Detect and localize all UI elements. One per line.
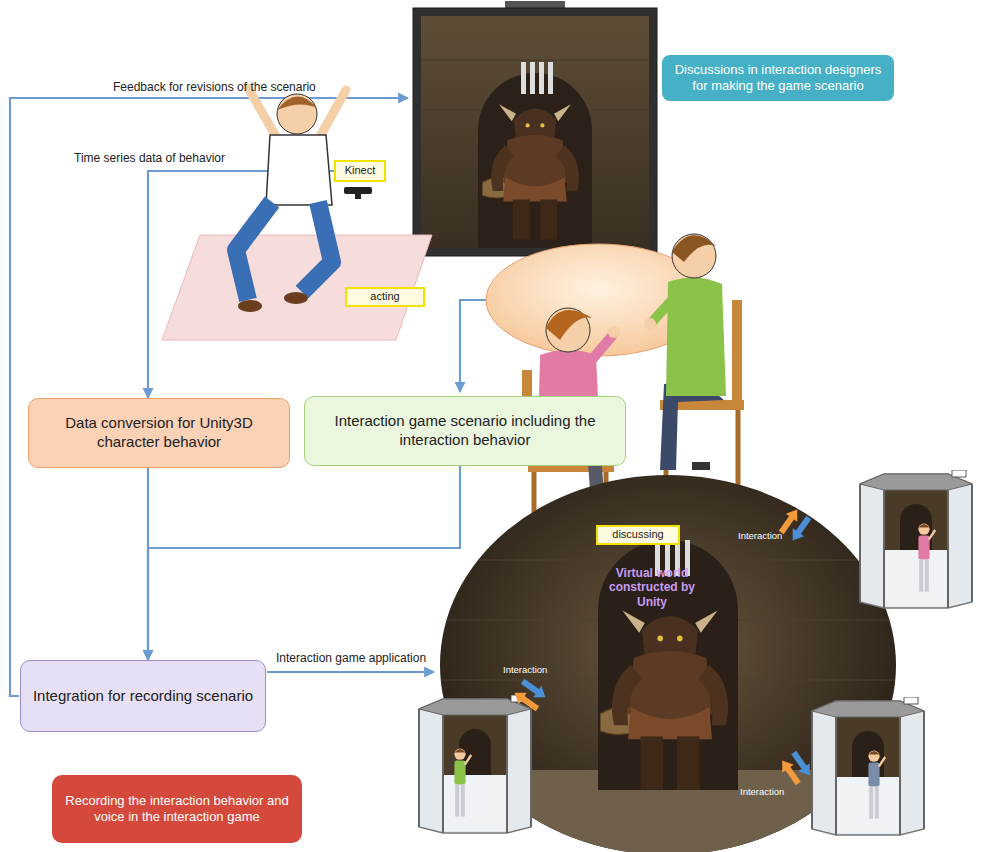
node-text: Integration for recording scenario: [33, 687, 253, 706]
node-text: Recording the interaction behavior and v…: [60, 793, 294, 826]
process-box: Integration for recording scenario: [20, 660, 266, 732]
activity-tag: acting: [345, 287, 425, 307]
text-label: Interaction: [738, 530, 782, 541]
activity-tag: discussing: [596, 525, 680, 545]
node-text: discussing: [612, 528, 663, 542]
flow-connector: [148, 466, 460, 660]
node-text: Discussions in interaction designers for…: [670, 62, 886, 95]
application-arrow: [267, 671, 434, 673]
text-label: Interaction: [503, 664, 547, 675]
text-label: Feedback for revisions of the scenario: [113, 80, 316, 94]
heading-box: Recording the interaction behavior and v…: [52, 775, 302, 843]
scenario-arrow: [460, 300, 486, 392]
node-text: Data conversion for Unity3D character be…: [39, 414, 279, 452]
node-text: Kinect: [345, 164, 376, 178]
text-label: Virtual world constructed by Unity: [598, 566, 706, 609]
edge-label: Time series data of behavior: [72, 151, 227, 165]
text-label: Interaction: [740, 786, 784, 797]
process-box: Interaction game scenario including the …: [304, 396, 626, 466]
node-text: acting: [370, 290, 399, 304]
sensor-tag: Kinect: [334, 160, 386, 182]
node-text: Interaction game scenario including the …: [315, 412, 615, 450]
heading-box: Discussions in interaction designers for…: [662, 55, 894, 101]
process-box: Data conversion for Unity3D character be…: [28, 398, 290, 468]
text-label: Interaction game application: [276, 651, 426, 665]
